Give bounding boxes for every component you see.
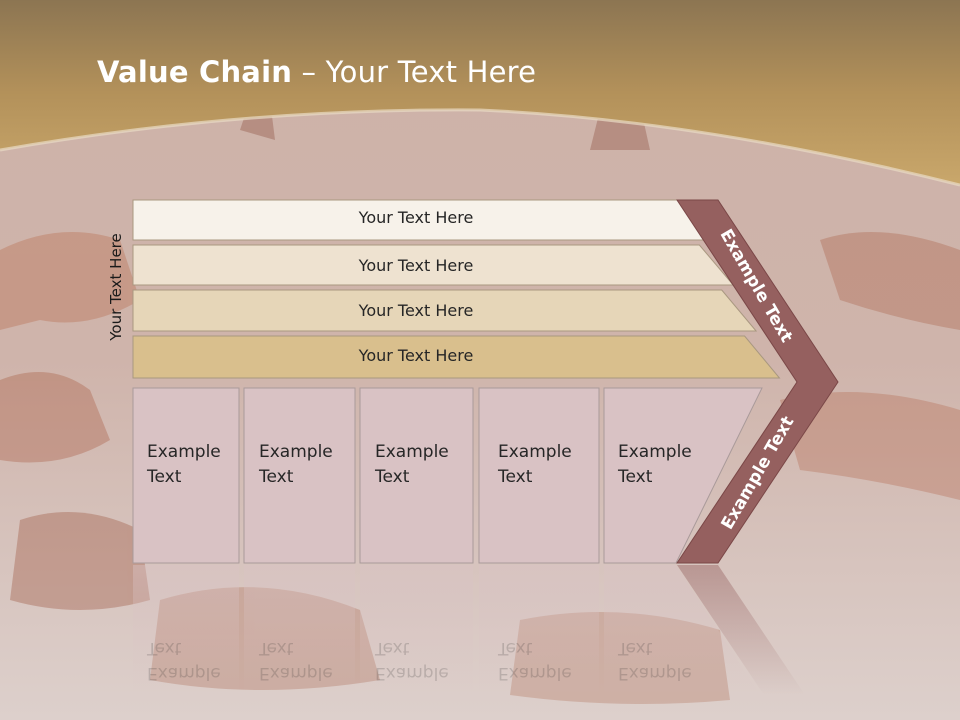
bar-label-4: Your Text Here [358,346,474,365]
cell-1-line2: Text [147,467,182,487]
refl-5-line2: Text [618,638,653,658]
cell-reflection-1: Example Text [147,635,221,685]
cell-box-3 [359,387,474,564]
cell-3-line1: Example [375,442,449,462]
refl-1-line2: Text [147,638,182,658]
refl-3-line2: Text [375,638,410,658]
slide-title: Value Chain – Your Text Here [97,55,536,89]
bar-label-3: Your Text Here [358,301,474,320]
cell-reflection-box-5 [604,565,760,695]
cell-box-5 [603,387,763,564]
cell-reflection-4: Example Text [498,635,572,685]
chevron-arrow [676,199,839,564]
cell-reflection-2: Example Text [259,635,333,685]
cell-reflection-box-3 [360,565,473,695]
cell-box-1 [132,387,240,564]
value-chain-diagram [132,199,839,695]
cell-reflection-3: Example Text [375,635,449,685]
bar-label-1: Your Text Here [358,208,474,227]
cell-reflection-box-4 [479,565,599,695]
cell-4-line1: Example [498,442,572,462]
title-bold: Value Chain [97,55,293,89]
refl-2-line2: Text [259,638,294,658]
cell-2-line1: Example [259,442,333,462]
refl-4-line1: Example [498,663,572,683]
cell-5-line2: Text [618,467,653,487]
bar-label-2: Your Text Here [358,256,474,275]
title-rest: – Your Text Here [292,55,537,89]
refl-2-line1: Example [259,663,333,683]
cell-reflection-box-2 [244,565,355,695]
bar-3 [132,289,758,332]
refl-5-line1: Example [618,663,692,683]
refl-3-line1: Example [375,663,449,683]
bar-4 [132,335,781,379]
cell-reflection-5: Example Text [618,635,692,685]
cell-1-line1: Example [147,442,221,462]
vertical-side-label: Your Text Here [107,233,125,341]
cell-3-line2: Text [375,467,410,487]
refl-4-line2: Text [498,638,533,658]
cell-4-line2: Text [498,467,533,487]
cell-box-4 [478,387,600,564]
refl-1-line1: Example [147,663,221,683]
cell-5-line1: Example [618,442,692,462]
chevron-reflection [677,565,805,695]
cell-box-2 [243,387,356,564]
cell-reflection-box-1 [133,565,239,695]
cell-2-line2: Text [259,467,294,487]
